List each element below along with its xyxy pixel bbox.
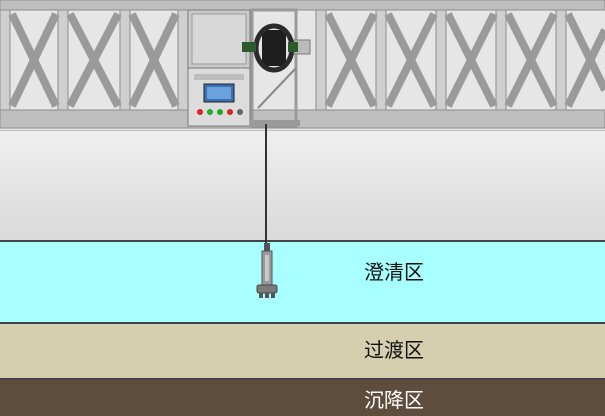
transition-zone-label: 过渡区 — [364, 338, 424, 362]
sludge-level-meter-device — [187, 8, 311, 128]
truss-bridge — [0, 0, 605, 130]
settling-zone: 沉降区 — [0, 380, 605, 416]
sludge-sensor-probe — [256, 243, 278, 298]
clarification-zone: 澄清区 — [0, 240, 605, 324]
clarification-zone-label: 澄清区 — [364, 260, 424, 284]
transition-zone: 过渡区 — [0, 324, 605, 380]
sensor-cable — [265, 124, 267, 244]
settling-zone-label: 沉降区 — [364, 388, 424, 412]
tank-wall — [0, 130, 605, 241]
